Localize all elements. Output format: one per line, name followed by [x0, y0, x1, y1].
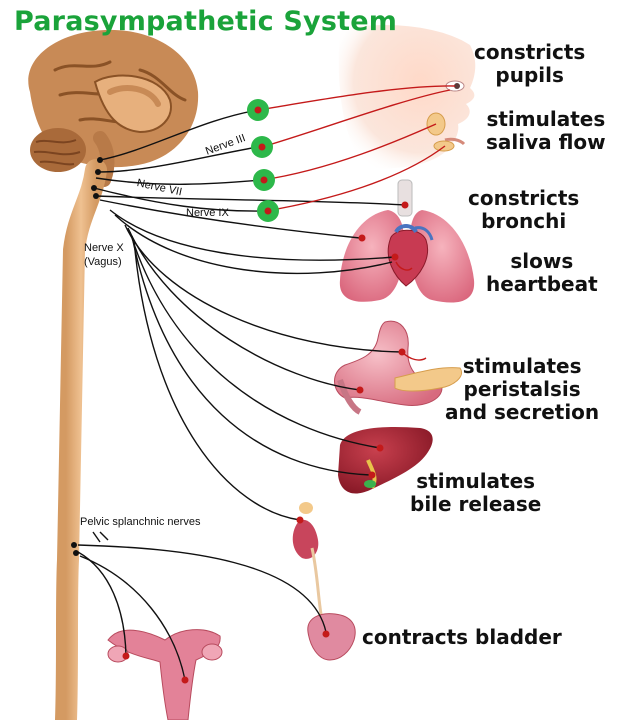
vagus-label: (Vagus)	[84, 256, 122, 268]
preganglionic-nerves	[77, 109, 406, 681]
pelvic-bladder	[77, 544, 327, 633]
effect-heart: slows heartbeat	[486, 249, 598, 296]
origin-dots	[71, 157, 103, 556]
effect-bladder: contracts bladder	[362, 625, 562, 649]
nerve-x-label: Nerve X	[84, 242, 124, 254]
vagus-kidney	[133, 239, 301, 521]
vagus-liver-2	[131, 235, 371, 476]
vagus-liver-1	[129, 231, 381, 449]
nerve-ix	[93, 187, 267, 212]
face-illustration	[338, 25, 476, 169]
bladder	[307, 613, 356, 661]
brain	[28, 29, 199, 187]
vagus-bronchi	[95, 195, 406, 206]
stomach-pancreas	[334, 320, 462, 415]
nerve-vii-2	[95, 177, 263, 185]
salivary-glands	[426, 112, 455, 152]
nerve-iii	[99, 109, 259, 161]
vagus-heart-1	[109, 209, 396, 261]
effect-bile: stimulates bile release	[410, 469, 542, 516]
nerve-vii-1	[97, 146, 259, 173]
lungs-heart	[339, 179, 475, 303]
effect-digestion: stimulates peristalsis and secretion	[445, 354, 600, 424]
spinal-cord	[55, 159, 107, 720]
pelvic-uterus-2	[79, 555, 186, 681]
postganglionic-nerves	[257, 85, 456, 361]
pelvic-leader-1	[99, 531, 109, 541]
effect-saliva: stimulates saliva flow	[486, 107, 606, 154]
kidney	[292, 502, 324, 621]
page-title: Parasympathetic System	[14, 6, 398, 37]
ganglia	[247, 99, 279, 222]
uterus	[107, 629, 223, 720]
effect-bronchi: constricts bronchi	[468, 186, 580, 233]
nerve-ix-label: Nerve IX	[186, 207, 229, 219]
pelvic-leader-2	[92, 531, 101, 543]
target-dots	[122, 201, 409, 684]
vagus-stomach-1	[124, 224, 403, 353]
effect-pupils: constricts pupils	[474, 40, 586, 87]
vagus-heart-2	[114, 214, 393, 275]
pelvic-nerves-label: Pelvic splanchnic nerves	[80, 516, 201, 528]
vagus-lungs	[99, 199, 361, 239]
vagus-stomach-2	[127, 227, 361, 391]
